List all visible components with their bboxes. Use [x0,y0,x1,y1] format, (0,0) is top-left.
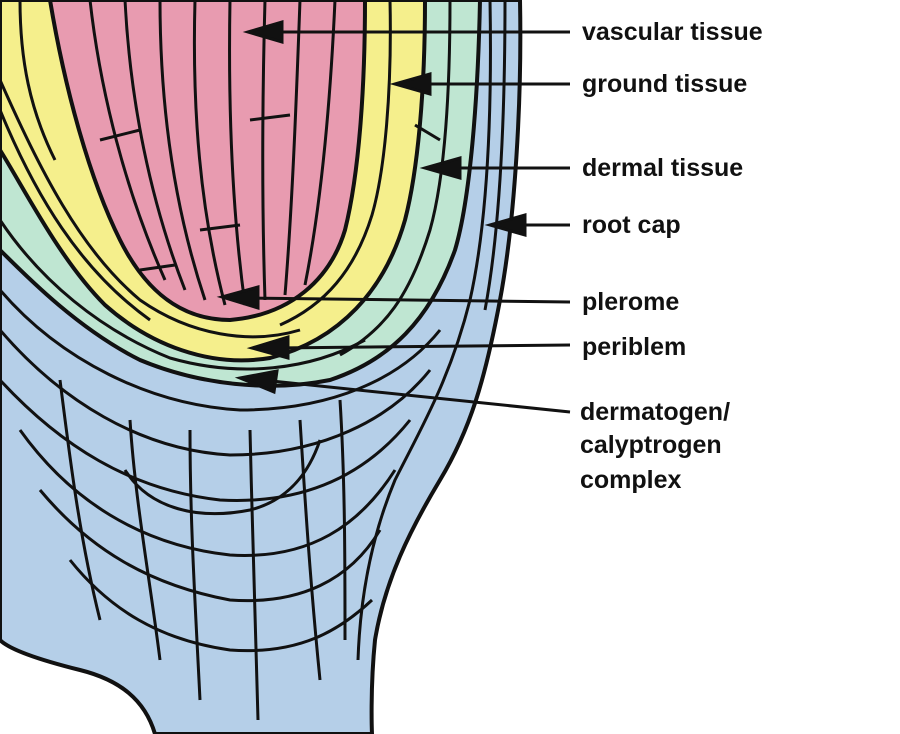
label-vascular-tissue: vascular tissue [582,18,763,46]
label-root-cap: root cap [582,211,681,239]
annotation-arrows [216,19,571,414]
label-ground-tissue: ground tissue [582,70,747,98]
arrow-dermatogen [234,369,571,414]
label-dermal-tissue: dermal tissue [582,154,743,182]
label-plerome: plerome [582,288,679,316]
label-dermatogen-line3: complex [580,466,682,494]
vascular-cell-lines [88,0,337,306]
arrow-periblem [246,334,571,360]
arrow-root-cap [484,213,570,237]
label-periblem: periblem [582,333,686,361]
label-dermatogen-line2: calyptrogen [580,431,722,459]
label-dermatogen-line1: dermatogen/ [580,398,730,426]
vascular-tissue-region [47,0,368,323]
arrow-vascular-tissue [242,19,570,45]
arrow-plerome [216,285,571,311]
root-cap-cell-lines [0,0,507,721]
arrow-dermal-tissue [419,156,570,180]
dermal-cell-lines [0,0,452,371]
arrow-ground-tissue [389,72,570,96]
